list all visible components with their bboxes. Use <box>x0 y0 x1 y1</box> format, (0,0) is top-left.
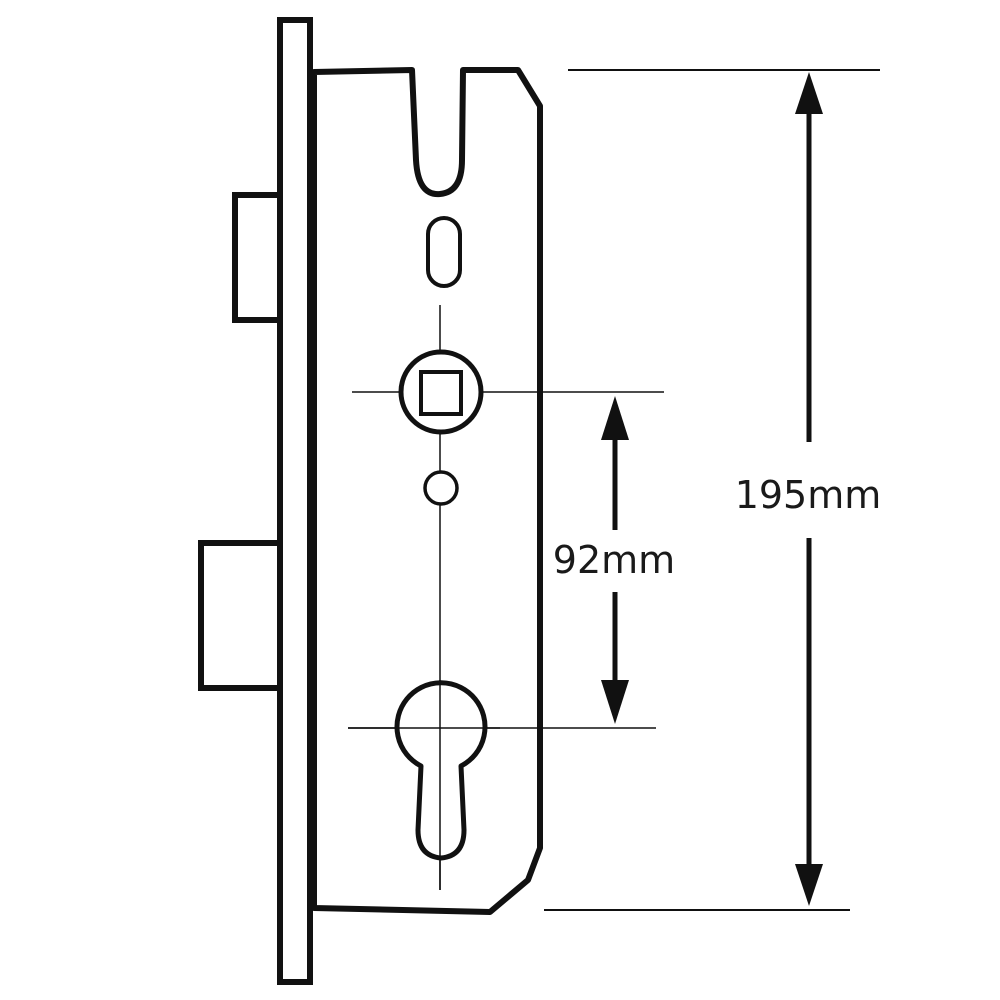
center-distance-arrow-up <box>601 396 629 440</box>
center-distance-arrow-down <box>601 680 629 724</box>
total-height-label: 195mm <box>735 473 882 517</box>
dead-bolt <box>198 540 283 691</box>
center-distance-label: 92mm <box>553 538 675 582</box>
screw-hole <box>423 470 459 506</box>
square-spindle-hole <box>419 370 463 416</box>
total-height-arrow-up <box>795 72 823 114</box>
forend-plate <box>277 17 313 985</box>
latch-bolt <box>232 192 283 323</box>
total-height-arrow-down <box>795 864 823 906</box>
euro-cylinder-cutout <box>394 680 488 861</box>
oval-slot <box>426 216 462 288</box>
